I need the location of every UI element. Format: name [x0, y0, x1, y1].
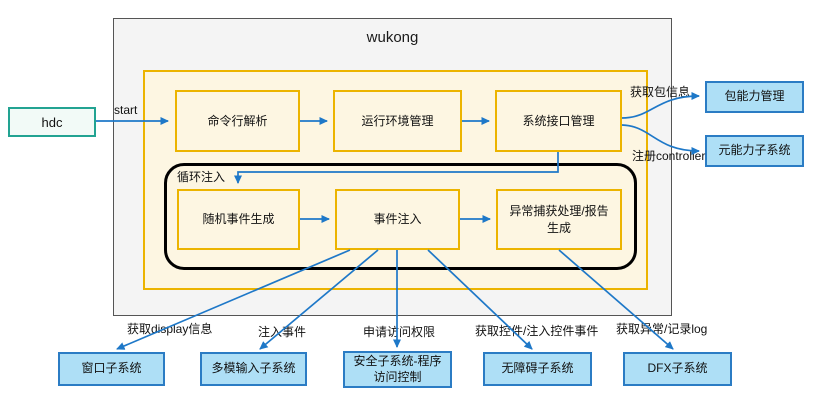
node-accessibility-subsystem: 无障碍子系统 — [483, 352, 592, 386]
node-ability-subsystem: 元能力子系统 — [705, 135, 804, 167]
node-exception-report-gen: 异常捕获处理/报告生成 — [496, 189, 622, 250]
edge-label-get-display-info: 获取display信息 — [127, 322, 213, 336]
node-event-injection: 事件注入 — [335, 189, 460, 250]
node-window-subsystem: 窗口子系统 — [58, 352, 165, 386]
node-random-event-gen: 随机事件生成 — [177, 189, 300, 250]
edge-label-register-controller: 注册controller — [632, 149, 706, 163]
edge-label-get-exception-log: 获取异常/记录log — [616, 322, 708, 336]
edge-label-inject-events: 注入事件 — [258, 325, 307, 339]
node-multimodal-input-subsystem: 多模输入子系统 — [200, 352, 307, 386]
edge-label-get-package-info: 获取包信息 — [630, 85, 691, 99]
node-security-subsystem: 安全子系统-程序访问控制 — [343, 351, 452, 388]
node-hdc: hdc — [8, 107, 96, 137]
node-dfx-subsystem: DFX子系统 — [623, 352, 732, 386]
edge-label-start: start — [114, 103, 138, 117]
loop-region-label: 循环注入 — [177, 170, 226, 184]
diagram-title: wukong — [366, 29, 419, 46]
edge-label-get-inject-control-events: 获取控件/注入控件事件 — [475, 324, 599, 338]
node-command-line-parse: 命令行解析 — [175, 90, 300, 152]
edge-label-request-access: 申请访问权限 — [363, 325, 436, 339]
node-bundle-capability-mgmt: 包能力管理 — [705, 81, 804, 113]
node-runtime-env-mgmt: 运行环境管理 — [333, 90, 462, 152]
node-system-api-mgmt: 系统接口管理 — [495, 90, 622, 152]
